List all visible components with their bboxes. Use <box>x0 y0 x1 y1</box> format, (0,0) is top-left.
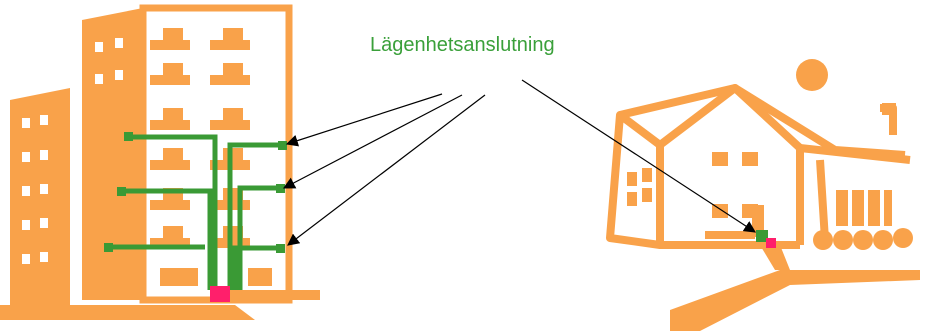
house-connection-box <box>766 238 776 248</box>
connection-label: Lägenhetsanslutning <box>370 34 555 56</box>
arrow-to-apartment-3 <box>287 94 486 246</box>
sun <box>796 59 828 91</box>
fiber-lines-apartment <box>108 134 285 290</box>
apartment-connection-points <box>104 132 287 253</box>
house <box>606 59 920 331</box>
building-distribution-box <box>210 286 230 302</box>
arrow-to-apartment-2 <box>282 94 463 189</box>
callout-arrows <box>282 79 757 246</box>
arrow-to-apartment-1 <box>285 93 443 147</box>
arrow-to-house <box>521 79 757 233</box>
house-fiber-point <box>756 230 768 242</box>
apartment-building <box>0 4 320 320</box>
